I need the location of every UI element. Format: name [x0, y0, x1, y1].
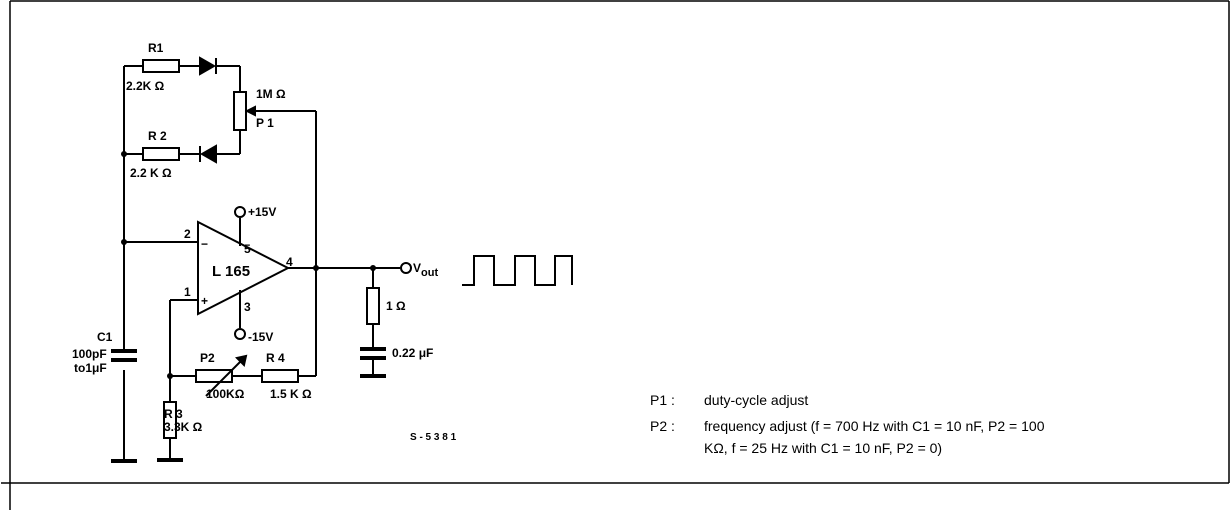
p1-value: 1M Ω — [256, 87, 286, 101]
pin3-label: 3 — [244, 300, 251, 314]
junctions — [121, 151, 376, 379]
junction-inv — [121, 239, 127, 245]
r2-diode — [199, 144, 217, 164]
pin5-label: 5 — [244, 242, 251, 256]
r1-label: R1 — [148, 41, 164, 55]
p1-potentiometer — [233, 91, 247, 131]
r2-resistor — [142, 147, 180, 161]
c1-value-1: 100pF — [72, 347, 107, 361]
vout-terminal — [400, 262, 412, 274]
note-p2-text-line2: KΩ, f = 25 Hz with C1 = 10 nF, P2 = 0) — [704, 440, 943, 456]
out-res-label: 1 Ω — [386, 299, 406, 313]
note-p2-text-line1: frequency adjust (f = 700 Hz with C1 = 1… — [704, 418, 1045, 434]
r4-resistor — [261, 369, 299, 383]
r3-value: 3.3K Ω — [164, 420, 203, 434]
r4-value: 1.5 K Ω — [270, 387, 312, 401]
junction-output — [313, 265, 319, 271]
note-p1: P1 : duty-cycle adjust — [650, 389, 808, 411]
r1-diode — [199, 56, 217, 76]
p2-value: 100KΩ — [206, 387, 245, 401]
r4-label: R 4 — [266, 351, 285, 365]
p1-wiper-arrow — [244, 105, 256, 117]
out-cap-label: 0.22 μF — [392, 346, 433, 360]
out-resistor — [366, 287, 380, 325]
junction-r2 — [121, 151, 127, 157]
r2-value: 2.2 K Ω — [130, 166, 172, 180]
note-p2: P2 : frequency adjust (f = 700 Hz with C1… — [650, 415, 1044, 459]
circuit — [111, 56, 573, 463]
note-p1-key: P1 : — [650, 392, 675, 408]
drawing-code: S - 5 3 8 1 — [410, 432, 457, 443]
r3-label: R 3 — [164, 407, 183, 421]
opamp-minus-sign: − — [201, 237, 208, 251]
p2-adjust-arrow-head — [235, 354, 248, 367]
junction-p2 — [167, 373, 173, 379]
r1-value: 2.2K Ω — [126, 79, 165, 93]
r2-label: R 2 — [148, 129, 167, 143]
minus-supply-label: -15V — [248, 330, 273, 344]
junction-rc — [370, 265, 376, 271]
c1-label: C1 — [97, 330, 113, 344]
note-p1-text: duty-cycle adjust — [704, 392, 809, 408]
r1-resistor — [142, 59, 180, 73]
c1-value-2: to1μF — [74, 361, 107, 375]
minus-supply-terminal — [234, 328, 246, 340]
pin4-label: 4 — [286, 255, 293, 269]
p1-label: P 1 — [256, 116, 274, 130]
p2-label: P2 — [200, 351, 215, 365]
pin1-label: 1 — [184, 285, 191, 299]
p2-adjust-arrow-line — [205, 355, 247, 397]
pin2-label: 2 — [184, 227, 191, 241]
note-p2-key: P2 : — [650, 418, 675, 434]
plus-supply-label: +15V — [248, 205, 276, 219]
vout-label: V — [413, 261, 421, 275]
opamp-plus-sign: + — [201, 294, 208, 308]
plus-supply-terminal — [234, 206, 246, 218]
opamp-triangle — [197, 220, 291, 316]
vout-subscript: out — [421, 267, 438, 279]
square-wave — [462, 255, 573, 286]
opamp-label: L 165 — [212, 263, 250, 280]
